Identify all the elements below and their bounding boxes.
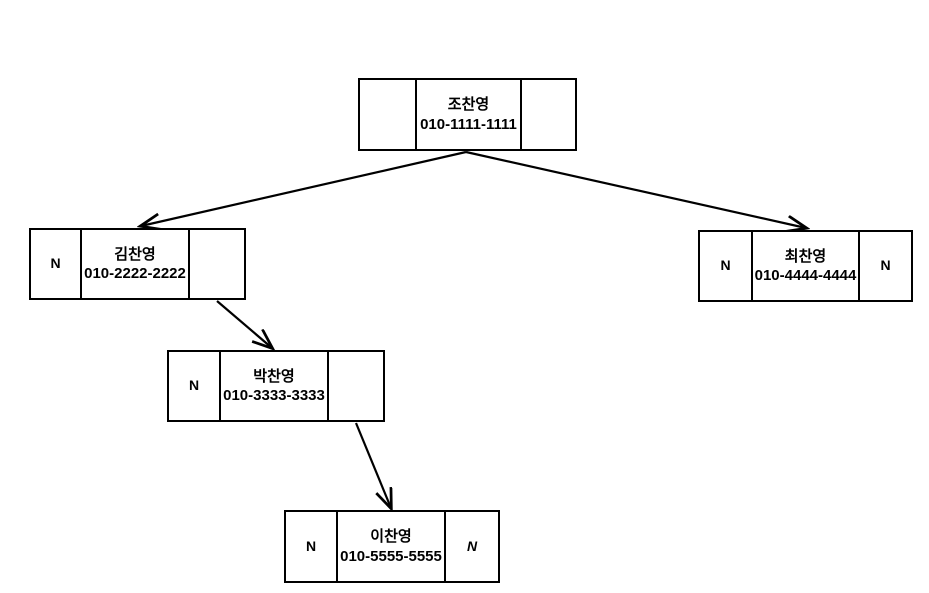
node-choi[interactable]: N 최찬영 010-4444-4444 N xyxy=(698,230,913,302)
edge-root-to-kim xyxy=(141,150,467,226)
node-park-left-pointer: N xyxy=(169,352,221,420)
node-jo-left-pointer xyxy=(360,80,417,149)
edge-kim-to-park xyxy=(216,300,272,348)
node-kim-left-pointer: N xyxy=(31,230,82,298)
node-choi-data: 최찬영 010-4444-4444 xyxy=(753,232,860,300)
edge-root-to-choi xyxy=(465,150,806,228)
node-lee-left-pointer: N xyxy=(286,512,338,581)
node-lee-right-pointer: N xyxy=(466,537,478,554)
node-jo[interactable]: 조찬영 010-1111-1111 xyxy=(358,78,577,151)
node-kim[interactable]: N 김찬영 010-2222-2222 xyxy=(29,228,246,300)
node-lee-data: 이찬영 010-5555-5555 xyxy=(338,512,446,581)
edge-park-to-lee xyxy=(354,422,391,508)
node-jo-right-pointer xyxy=(522,80,575,149)
node-choi-right-pointer: N xyxy=(880,257,891,274)
node-park-data: 박찬영 010-3333-3333 xyxy=(221,352,329,420)
node-lee[interactable]: N 이찬영 010-5555-5555 N xyxy=(284,510,500,583)
node-park[interactable]: N 박찬영 010-3333-3333 xyxy=(167,350,385,422)
edges-group xyxy=(141,150,806,508)
node-choi-left-pointer: N xyxy=(700,232,753,300)
node-kim-right-pointer xyxy=(190,230,244,298)
node-park-right-pointer xyxy=(329,352,383,420)
node-jo-data: 조찬영 010-1111-1111 xyxy=(417,80,522,149)
node-kim-data: 김찬영 010-2222-2222 xyxy=(82,230,190,298)
